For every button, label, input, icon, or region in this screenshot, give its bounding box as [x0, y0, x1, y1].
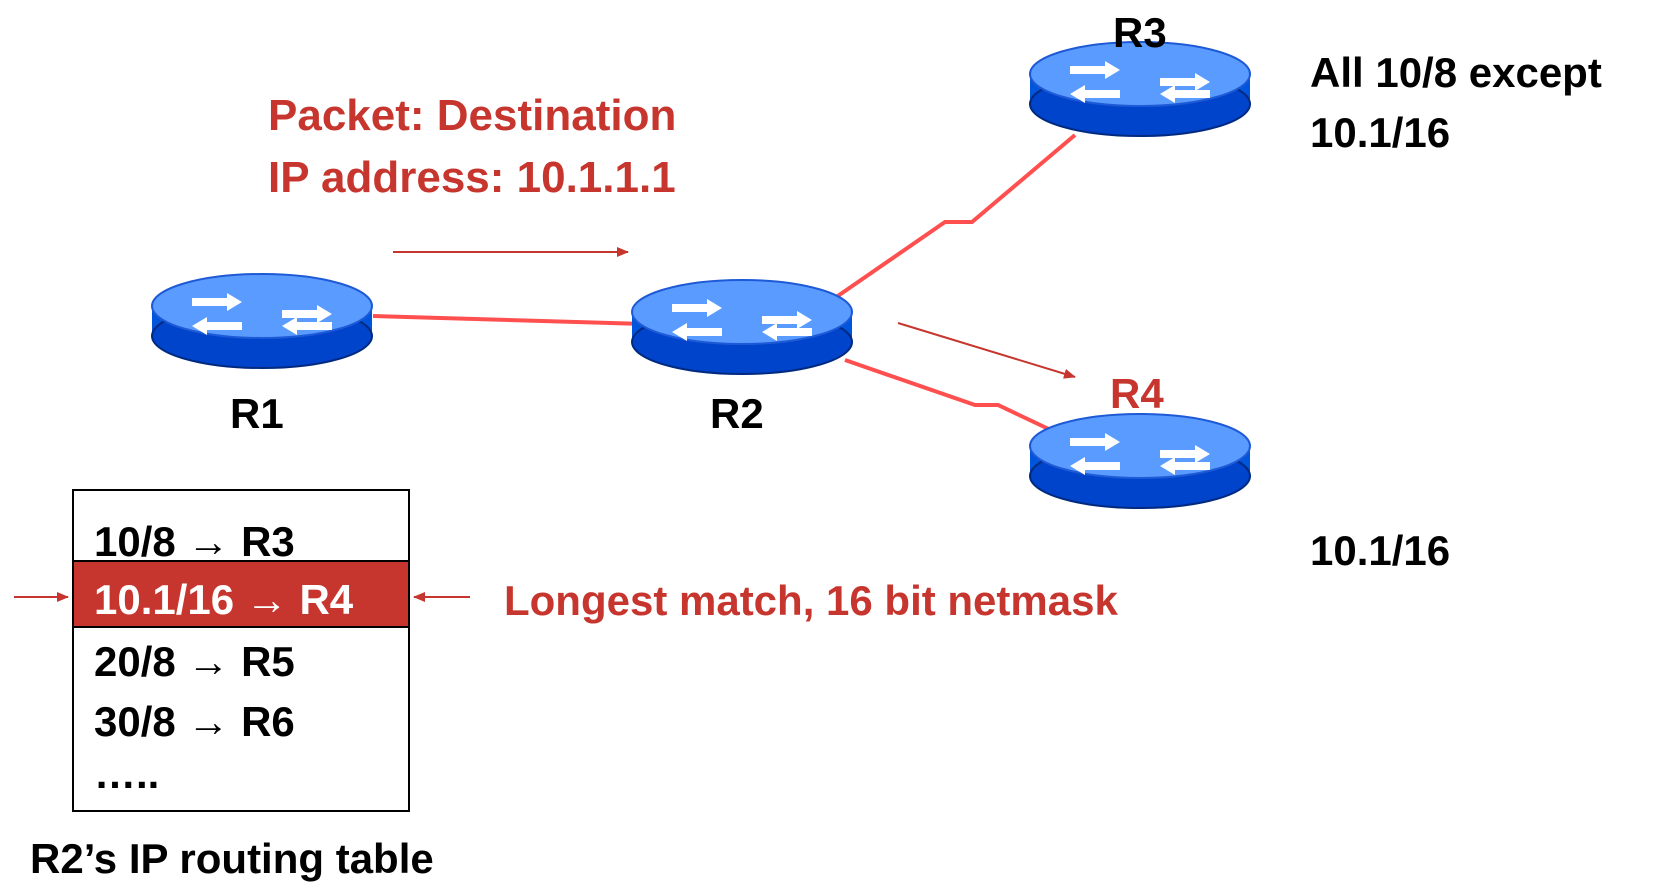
routing-table-row-highlighted: 10.1/16 → R4	[94, 576, 354, 623]
routing-table-row: 20/8 → R5	[94, 638, 295, 685]
packet-label-line2: IP address: 10.1.1.1	[268, 153, 676, 202]
r3-networks-line2: 10.1/16	[1310, 109, 1451, 156]
r4-network-label: 10.1/16	[1310, 527, 1451, 574]
link-r1-r2	[372, 314, 646, 326]
router-r2-icon	[631, 279, 853, 375]
router-r4-label: R4	[1110, 370, 1164, 417]
routing-table-row: 30/8 → R6	[94, 698, 295, 745]
routing-table-row: …..	[94, 750, 160, 797]
routing-table-row: 10/8 → R3	[94, 518, 295, 565]
routing-table-highlight	[74, 560, 408, 628]
r3-networks-line1: All 10/8 except	[1310, 49, 1602, 96]
longest-match-label: Longest match, 16 bit netmask	[504, 577, 1118, 624]
routing-table: 10/8 → R3 10.1/16 → R4 20/8 → R5 30/8 → …	[72, 489, 410, 812]
router-r4-icon	[1029, 413, 1251, 509]
routing-table-caption: R2’s IP routing table	[30, 835, 434, 882]
packet-label-line1: Packet: Destination	[268, 91, 677, 140]
router-r3-label: R3	[1113, 9, 1167, 56]
router-r3-icon	[1029, 41, 1251, 137]
packet-arrow-r2-r4	[897, 322, 1076, 379]
router-r1-label: R1	[230, 390, 284, 437]
router-r2-label: R2	[710, 390, 764, 437]
link-r2-r4	[844, 358, 1056, 434]
router-r1-icon	[151, 273, 373, 369]
link-r2-r3	[830, 133, 1077, 302]
